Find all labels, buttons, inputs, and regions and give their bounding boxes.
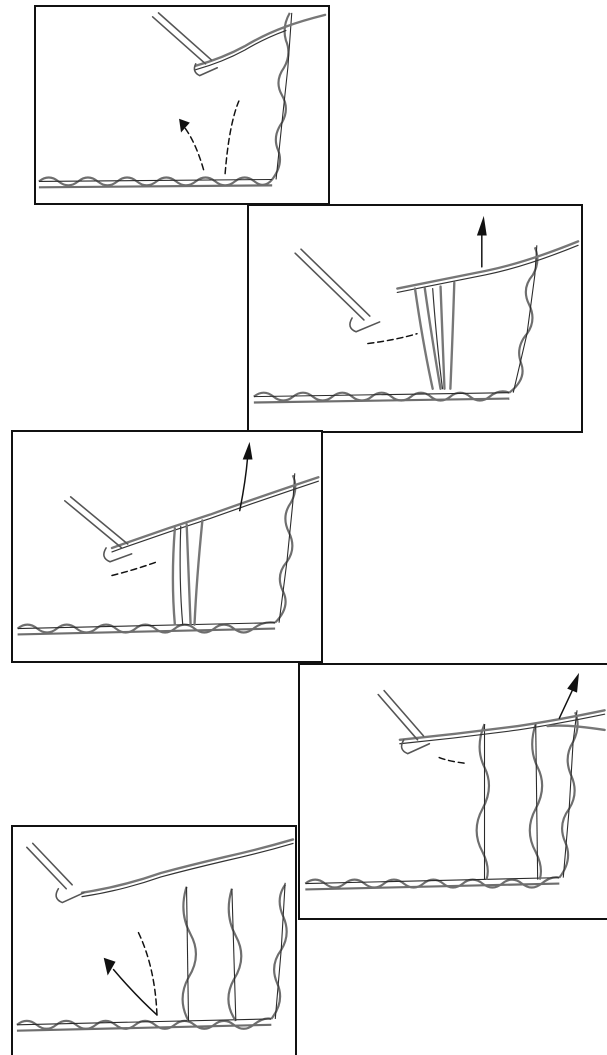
crochet-hook-icon [295,249,379,332]
working-yarn [82,839,293,892]
step-5-panel [11,825,297,1055]
step-5-illustration [13,827,295,1055]
turning-chain [559,710,577,877]
step-1-illustration [36,7,328,203]
crochet-hook-icon [65,497,132,562]
stitch-posts [173,520,202,624]
working-yarn [112,477,318,548]
step-3-panel [11,430,323,663]
turning-chain [272,13,292,180]
stitch-posts [477,724,543,880]
direction-arrow [368,216,487,344]
crochet-hook-icon [378,691,429,754]
stitch-posts [415,283,454,389]
step-4-panel [298,663,607,920]
working-yarn [196,15,325,66]
direction-arrow [439,673,579,764]
step-2-panel [247,204,583,433]
working-yarn [397,241,578,288]
step-4-illustration [300,665,607,918]
step-1-panel [34,5,330,205]
foundation-chain [254,391,509,402]
foundation-chain [39,178,272,188]
turning-chain [275,473,295,622]
step-3-illustration [13,432,321,661]
turning-chain [271,883,286,1019]
step-2-illustration [249,206,581,431]
direction-arrow [112,442,253,576]
foundation-chain [18,622,276,634]
foundation-chain [17,1019,271,1031]
crochet-hook-icon [27,843,84,902]
stitch-posts [183,887,242,1021]
insertion-arrow [179,101,239,174]
insertion-arrow [104,930,157,1015]
foundation-chain [305,877,559,889]
